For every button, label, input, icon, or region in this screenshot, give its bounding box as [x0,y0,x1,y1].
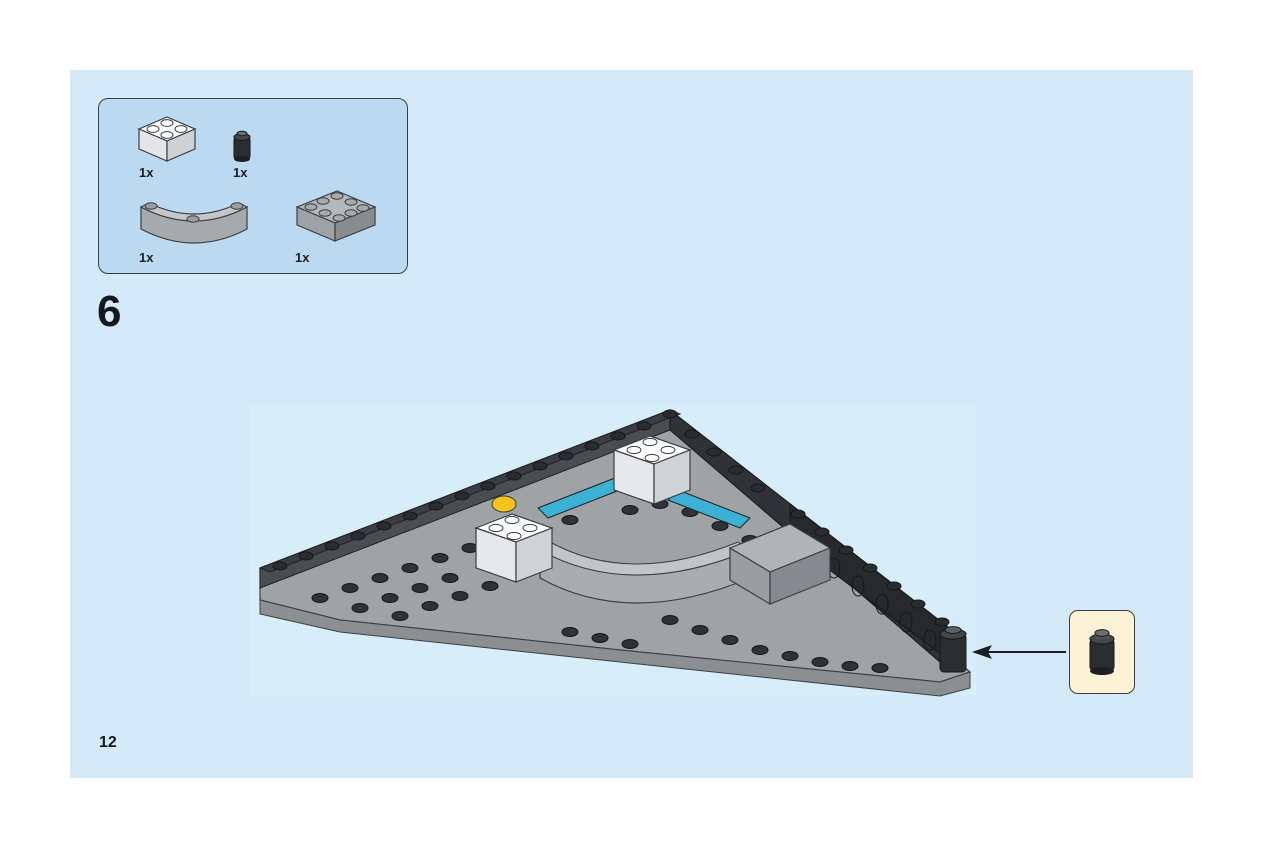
part-quantity: 1x [139,250,153,265]
page-number: 12 [99,734,117,752]
gray-brick-2x3-icon [293,183,379,245]
gray-arch-brick-icon [135,195,253,253]
black-round-brick-icon [1087,627,1117,677]
white-brick-2x2-icon [135,109,199,165]
part-quantity: 1x [139,165,153,180]
model-illustration [250,400,980,700]
step-number: 6 [97,288,121,336]
part-quantity: 1x [295,250,309,265]
parts-list-box: 1x 1x 1x 1x [98,98,408,274]
part-quantity: 1x [233,165,247,180]
black-round-brick-icon [231,129,253,163]
part-callout-box [1069,610,1135,694]
placement-arrow-icon [970,640,1066,664]
